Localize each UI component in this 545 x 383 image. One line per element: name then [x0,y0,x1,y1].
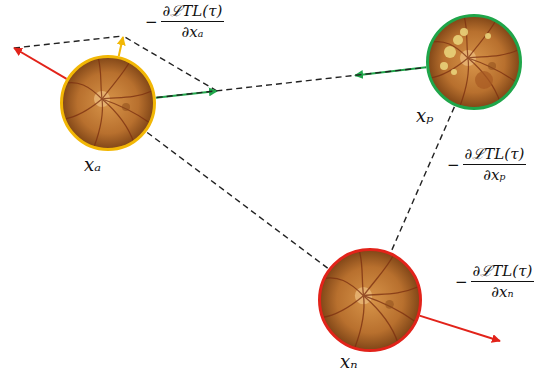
fundus-image [427,15,521,109]
sample-label: xₙ [340,352,357,372]
circle-border [62,57,155,150]
fundus-circle: xₐ [60,55,156,151]
minus-sign: − [447,156,460,174]
gradient-label: −∂ℒTL(τ)∂xₚ [447,145,526,184]
fraction-denominator: ∂xₚ [481,165,507,184]
minus-sign: − [455,273,468,291]
fundus-image [319,249,421,351]
dashed-connector [157,67,426,97]
gradient-label: −∂ℒTL(τ)∂xₐ [145,2,224,41]
gradient-arrow [14,48,67,79]
circle-outline [60,55,156,151]
gradient-arrow [420,316,501,341]
fraction-denominator: ∂xₐ [180,22,206,41]
fraction-numerator: ∂ℒTL(τ) [471,262,535,282]
circle-border [320,250,421,351]
gradient-arrow [119,37,123,56]
fraction-denominator: ∂xₙ [489,282,515,301]
circle-outline [318,248,422,352]
fraction-numerator: ∂ℒTL(τ) [463,145,527,165]
sample-label: xₚ [416,106,433,126]
fraction: ∂ℒTL(τ)∂xₐ [161,2,225,41]
fraction: ∂ℒTL(τ)∂xₚ [463,145,527,184]
dashed-connector [391,107,454,252]
construction-line [14,36,123,48]
fundus-circle: xₚ [426,14,522,110]
fundus-image [61,56,155,150]
fraction-numerator: ∂ℒTL(τ) [161,2,225,22]
dashed-connector [147,132,327,268]
minus-sign: − [145,13,158,31]
construction-line [123,36,217,91]
gradient-label: −∂ℒTL(τ)∂xₙ [455,262,534,301]
fraction: ∂ℒTL(τ)∂xₙ [471,262,535,301]
fundus-circle: xₙ [318,248,422,352]
sample-label: xₐ [84,155,101,175]
circle-outline [426,14,522,110]
circle-border [428,16,521,109]
